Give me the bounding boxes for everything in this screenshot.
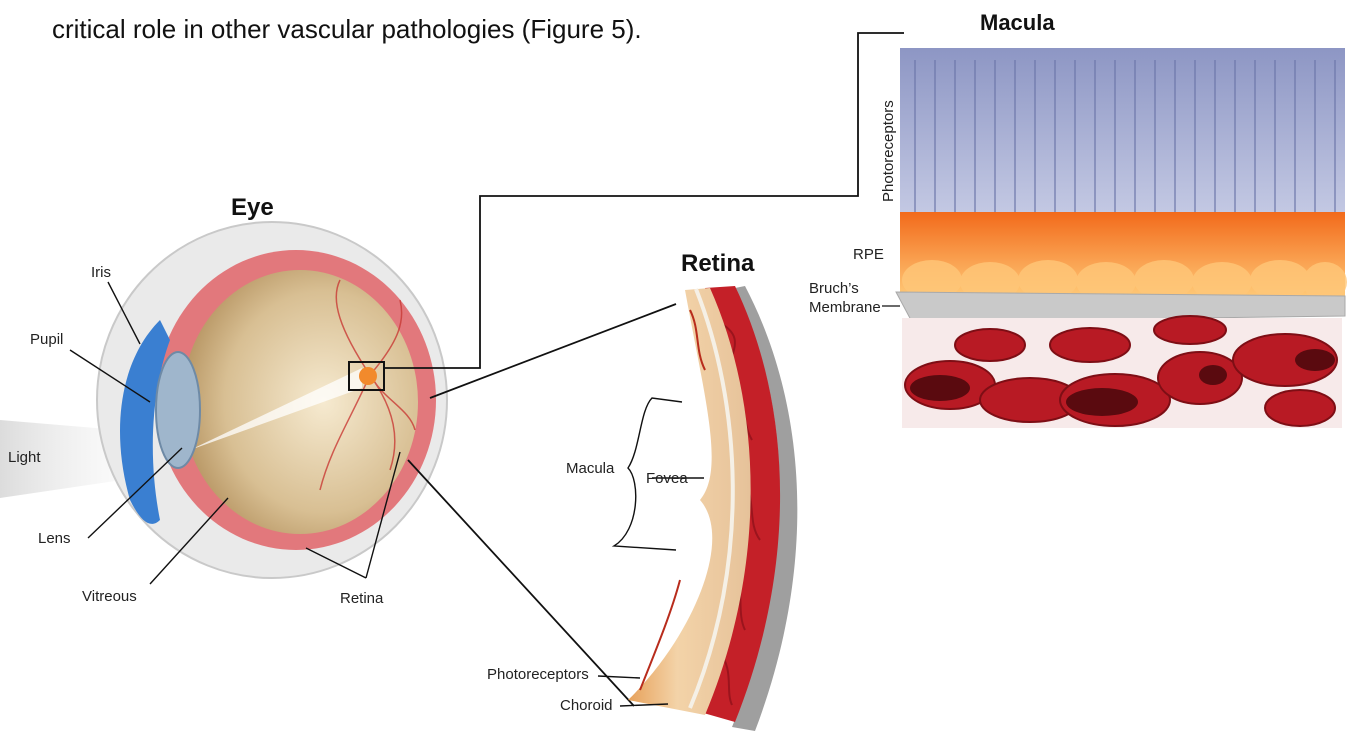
retina-macula-label: Macula — [566, 460, 614, 477]
retina-photoreceptors-label: Photoreceptors — [487, 666, 589, 683]
pupil-label: Pupil — [30, 331, 63, 348]
macula-photoreceptors-label: Photoreceptors — [880, 100, 897, 202]
bruchs-label-line1: Bruch’s — [809, 280, 859, 297]
eye-retina-label: Retina — [340, 590, 383, 607]
macula-title: Macula — [980, 10, 1055, 36]
vitreous-label: Vitreous — [82, 588, 137, 605]
macula-detail — [896, 48, 1347, 428]
iris-label: Iris — [91, 264, 111, 281]
eye-title: Eye — [231, 194, 274, 222]
lens-label: Lens — [38, 530, 71, 547]
connector-lines — [384, 33, 904, 706]
light-label: Light — [8, 449, 41, 466]
retina-title: Retina — [681, 250, 754, 278]
retina-cross-section — [628, 286, 797, 731]
choroid-label: Choroid — [560, 697, 613, 714]
bruchs-label-line2: Membrane — [809, 299, 881, 316]
rpe-label: RPE — [853, 246, 884, 263]
fovea-label: Fovea — [646, 470, 688, 487]
